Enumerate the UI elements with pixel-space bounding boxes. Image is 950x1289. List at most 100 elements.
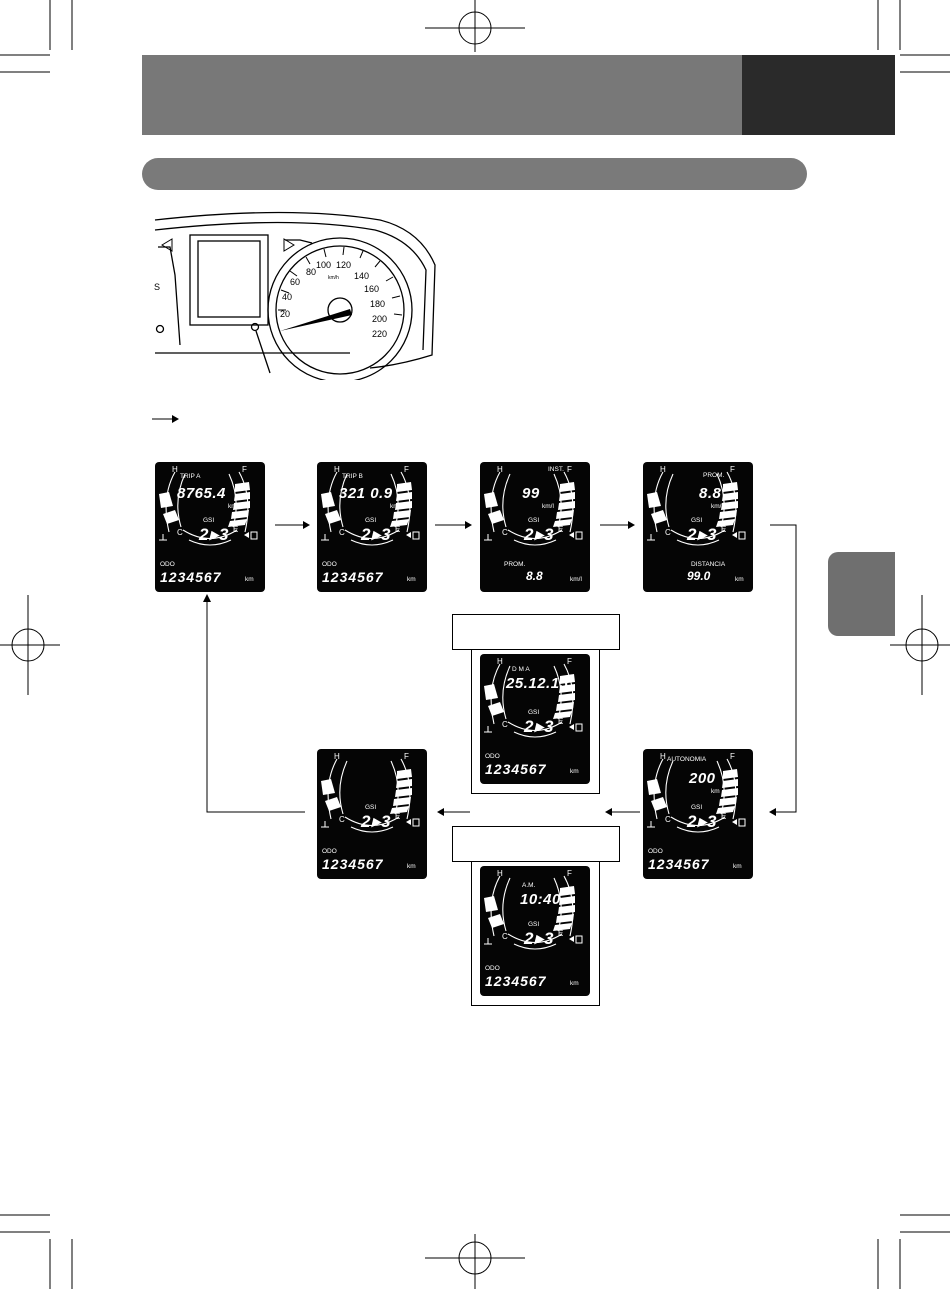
- lcd-odo-value: 1234567: [485, 973, 547, 989]
- lcd-odo-label: ODO: [485, 965, 500, 972]
- lcd-gear: 2▸3: [687, 525, 718, 544]
- lcd-main-unit: km/l: [711, 503, 723, 510]
- lcd-cold: C: [665, 528, 671, 537]
- lcd-bottom-unit: km/l: [570, 576, 582, 583]
- lcd-bottom-value: 99.0: [687, 569, 711, 583]
- lcd-hot: H: [334, 752, 340, 761]
- lcd-empty: E: [558, 717, 564, 726]
- lcd-odo-label: ODO: [485, 753, 500, 760]
- lcd-gauges: [484, 875, 583, 950]
- speed-tick: 80: [306, 267, 316, 277]
- lcd-cold: C: [339, 528, 345, 537]
- lcd-odo-unit: km: [570, 768, 579, 775]
- lcd-odo-unit: km: [570, 980, 579, 987]
- lcd-cold: C: [177, 528, 183, 537]
- speed-tick: 220: [372, 329, 387, 339]
- lcd-empty: E: [721, 525, 727, 534]
- side-chapter-tab: [828, 552, 895, 636]
- lcd-mode-label: TRIP A: [180, 473, 201, 480]
- lcd-gauges: [321, 758, 420, 833]
- lcd-main-value: 8.8: [699, 485, 722, 502]
- lcd-hot: H: [660, 752, 666, 761]
- lcd-hot: H: [497, 465, 503, 474]
- lcd-gauges: [159, 471, 258, 546]
- speed-tick: 180: [370, 299, 385, 309]
- lcd-gauges: [484, 471, 583, 546]
- lcd-gsi: GSI: [365, 517, 377, 524]
- lcd-main-unit: km: [711, 788, 720, 795]
- chapter-block: [742, 55, 895, 135]
- lcd-gauges: [647, 471, 746, 546]
- clock-note-box: [452, 826, 620, 862]
- lcd-prom: H F C E PROM. 8.8 km/l GSI 2▸3 DISTANCIA…: [643, 462, 753, 592]
- date-note-box: [452, 614, 620, 650]
- legend-arrow-icon: [152, 415, 179, 423]
- lcd-bottom-value: 8.8: [526, 569, 543, 583]
- lcd-bottom-label: DISTANCIA: [691, 561, 726, 568]
- lcd-blank: H F C E GSI 2▸3 ODO 1234567 km: [317, 749, 427, 879]
- lcd-empty: E: [721, 812, 727, 821]
- lcd-gear: 2▸3: [199, 525, 230, 544]
- lcd-odo-value: 1234567: [322, 569, 384, 585]
- lcd-autonomia: H F C E AUTONOMIA 200 km GSI 2▸3 ODO 123…: [643, 749, 753, 879]
- lcd-hot: H: [660, 465, 666, 474]
- lcd-main-value: 200: [689, 770, 716, 787]
- lcd-main-unit: km/l: [542, 503, 554, 510]
- speed-tick: 100: [316, 260, 331, 270]
- lcd-mode-label: INST.: [548, 466, 564, 473]
- section-title-bar: [142, 158, 807, 190]
- lcd-main-value: 8765.4: [177, 485, 226, 502]
- lcd-gauges: [321, 471, 420, 546]
- lcd-empty: E: [395, 812, 401, 821]
- lcd-odo-value: 1234567: [322, 856, 384, 872]
- lcd-odo-unit: km: [245, 576, 254, 583]
- lcd-main-value: 10:40: [520, 891, 561, 908]
- lcd-odo-unit: km: [407, 863, 416, 870]
- lcd-odo-value: 1234567: [648, 856, 710, 872]
- speed-unit: km/h: [328, 275, 339, 281]
- lcd-main-unit: km: [390, 503, 399, 510]
- lcd-odo-label: ODO: [322, 848, 337, 855]
- lcd-main-value: 25.12.15: [506, 675, 569, 692]
- speed-tick: 160: [364, 284, 379, 294]
- lcd-gsi: GSI: [528, 921, 540, 928]
- lcd-full: F: [242, 465, 247, 474]
- lcd-gauges: [484, 663, 583, 738]
- header-bar: [142, 55, 742, 135]
- lcd-gear: 2▸3: [361, 812, 392, 831]
- lcd-hot: H: [497, 657, 503, 666]
- lcd-mode-label: PROM.: [703, 472, 725, 479]
- speed-tick: 20: [280, 309, 290, 319]
- lcd-odo-label: ODO: [160, 561, 175, 568]
- lcd-main-value: 321 0.9: [339, 485, 393, 502]
- lcd-bottom-unit: km: [735, 576, 744, 583]
- lcd-trip-a: H F C E TRIP A 8765.4 km GSI 2▸3 ODO 123…: [155, 462, 265, 592]
- lcd-empty: E: [558, 525, 564, 534]
- lcd-inst: H F C E INST. 99 km/l GSI 2▸3 PROM. 8.8 …: [480, 462, 590, 592]
- instrument-cluster-illustration: 20 40 60 80 100 120 140 160 180 200 220 …: [154, 211, 436, 380]
- lcd-date-labels: D M A: [512, 666, 530, 673]
- speed-tick: 200: [372, 314, 387, 324]
- lcd-gsi: GSI: [528, 517, 540, 524]
- lcd-gear: 2▸3: [687, 812, 718, 831]
- lcd-date: H F C E D M A 25.12.15 GSI 2▸3 ODO 12345…: [480, 654, 590, 784]
- lcd-full: F: [404, 752, 409, 761]
- lcd-odo-unit: km: [407, 576, 416, 583]
- lcd-full: F: [730, 752, 735, 761]
- lcd-odo-value: 1234567: [160, 569, 222, 585]
- lcd-gsi: GSI: [528, 709, 540, 716]
- lcd-odo-unit: km: [733, 863, 742, 870]
- lcd-mode-label: A.M.: [522, 882, 536, 889]
- lcd-gear: 2▸3: [524, 929, 555, 948]
- lcd-gear: 2▸3: [361, 525, 392, 544]
- lcd-mode-label: TRIP B: [342, 473, 363, 480]
- lcd-full: F: [567, 465, 572, 474]
- lcd-empty: E: [233, 525, 239, 534]
- lcd-gsi: GSI: [691, 804, 703, 811]
- lcd-cold: C: [502, 720, 508, 729]
- lcd-empty: E: [558, 929, 564, 938]
- lcd-odo-label: ODO: [648, 848, 663, 855]
- lcd-empty: E: [395, 525, 401, 534]
